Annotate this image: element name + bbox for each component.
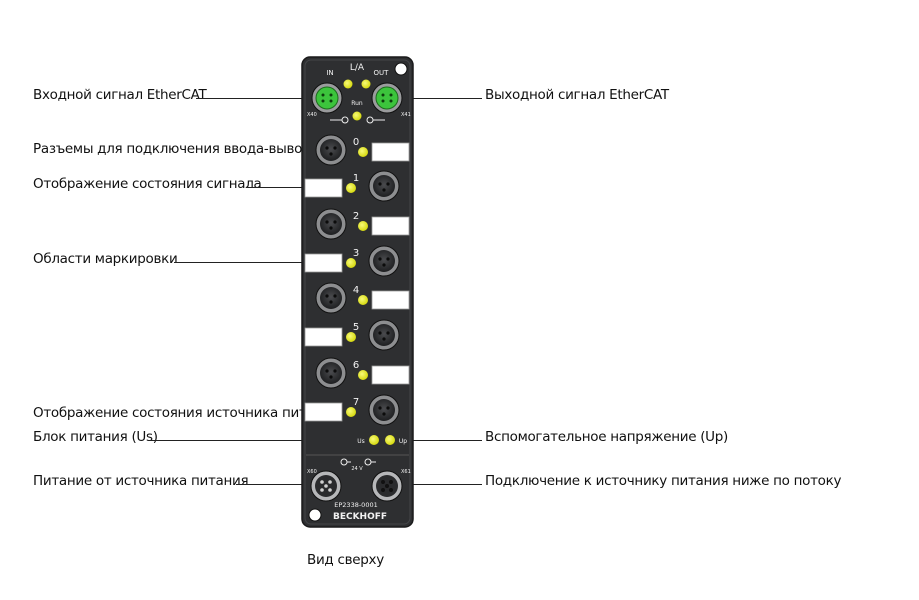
io-channels: 0 1 2 3 4 5 6 7 [304, 134, 410, 426]
label-power-status: Отображение состояния источника питания: [33, 405, 344, 421]
leader-signal-status [246, 187, 349, 188]
leader-ethercat-out [402, 98, 482, 99]
channel-number: 5 [353, 322, 359, 333]
leader-aux-voltage-up [405, 440, 482, 441]
label-power-downstream: Подключение к источнику питания ниже по … [485, 473, 842, 489]
io-channel-7: 7 [304, 394, 400, 426]
leader-marking-areas [174, 262, 316, 263]
device-label-in: IN [326, 69, 333, 77]
channel-number: 2 [353, 211, 359, 222]
device-port-x61: X61 [401, 469, 411, 475]
leader-power-supply-us [148, 440, 360, 441]
m8-socket [315, 208, 347, 240]
channel-number: 6 [353, 360, 359, 371]
label-m8-connectors: Разъемы для подключения ввода-вывода M8 [33, 141, 343, 157]
signal-led [358, 295, 368, 305]
led-up [385, 435, 395, 445]
m8-socket [368, 170, 400, 202]
io-channel-6: 6 [315, 357, 410, 389]
power-out-icon [364, 458, 376, 466]
device-label-la: L/A [350, 63, 365, 73]
channel-number: 4 [353, 285, 359, 296]
marking-plate [371, 290, 410, 310]
mounting-hole-bottom [308, 508, 322, 522]
led-la-in [343, 79, 353, 89]
device-label-us: Us [357, 438, 365, 445]
marking-plate [304, 327, 343, 347]
power-in-icon [340, 458, 351, 466]
marking-plate [304, 402, 343, 422]
marking-plate [304, 178, 343, 198]
marking-plate [371, 142, 410, 162]
caption-top-view: Вид сверху [307, 552, 384, 568]
label-marking-areas: Области маркировки [33, 251, 178, 267]
io-channel-4: 4 [315, 282, 410, 314]
io-channel-3: 3 [304, 245, 400, 277]
arrow-in-icon [330, 116, 349, 124]
led-la-out [361, 79, 371, 89]
power-feed-connector [310, 470, 342, 502]
m8-socket [368, 319, 400, 351]
label-power-feed: Питание от источника питания [33, 473, 249, 489]
m8-socket [315, 134, 347, 166]
leader-power-feed [236, 484, 318, 485]
device-label-up: Up [399, 438, 407, 445]
mounting-hole-top [394, 62, 408, 76]
device-brand: BECKHOFF [333, 512, 387, 522]
label-signal-status: Отображение состояния сигнала [33, 176, 262, 192]
io-channel-1: 1 [304, 170, 400, 202]
signal-led [346, 258, 356, 268]
label-ethercat-in: Входной сигнал EtherCAT [33, 87, 207, 103]
device-voltage-label: 24 V [351, 466, 363, 472]
arrow-out-icon [366, 116, 385, 124]
channel-number: 0 [353, 137, 359, 148]
signal-led [346, 183, 356, 193]
m8-socket [315, 282, 347, 314]
signal-led [358, 370, 368, 380]
m8-socket [315, 357, 347, 389]
marking-plate [371, 365, 410, 385]
channel-number: 7 [353, 397, 359, 408]
signal-led [346, 332, 356, 342]
marking-plate [304, 253, 343, 273]
io-channel-0: 0 [315, 134, 410, 166]
led-run [352, 111, 362, 121]
ethercat-out-port [371, 82, 403, 114]
device-label-out: OUT [374, 69, 390, 77]
leader-power-downstream [408, 484, 482, 485]
label-aux-voltage-up: Вспомогательное напряжение (Up) [485, 429, 728, 445]
io-channel-5: 5 [304, 319, 400, 351]
m8-socket [368, 245, 400, 277]
label-ethercat-out: Выходной сигнал EtherCAT [485, 87, 669, 103]
label-power-supply-us: Блок питания (Us) [33, 429, 158, 445]
led-us [369, 435, 379, 445]
device-label-run: Run [351, 100, 363, 107]
signal-led [358, 147, 368, 157]
device-model: EP2338-0001 [334, 501, 377, 509]
device-port-x60: X60 [307, 469, 317, 475]
channel-number: 1 [353, 173, 359, 184]
signal-led [358, 221, 368, 231]
marking-plate [371, 216, 410, 236]
device-port-x41: X41 [401, 112, 411, 118]
signal-led [346, 407, 356, 417]
leader-ethercat-in [196, 98, 310, 99]
channel-number: 3 [353, 248, 359, 259]
m8-socket [368, 394, 400, 426]
ethercat-in-port [311, 82, 343, 114]
device-port-x40: X40 [307, 112, 317, 118]
power-downstream-connector [371, 470, 403, 502]
io-channel-2: 2 [315, 208, 410, 240]
